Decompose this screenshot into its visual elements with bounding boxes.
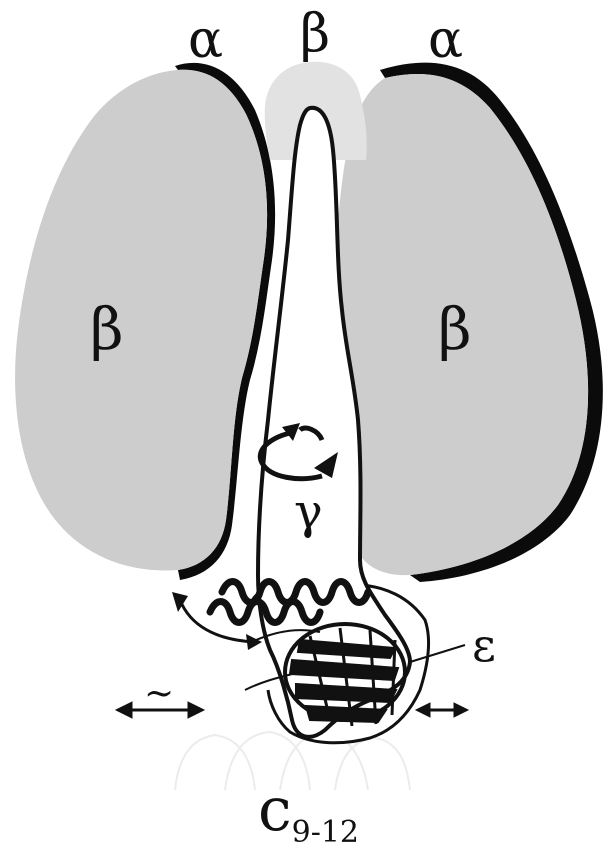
- right-double-arrow: [416, 703, 468, 717]
- label-alpha-left: α: [188, 14, 223, 66]
- label-tilde: ~: [144, 676, 174, 712]
- label-beta-right: β: [438, 300, 472, 358]
- label-beta-left: β: [90, 300, 124, 358]
- label-alpha-right: α: [428, 14, 463, 66]
- label-c-main: c: [258, 775, 292, 845]
- label-gamma: γ: [294, 488, 323, 536]
- label-c-subscript: 9-12: [292, 815, 359, 850]
- label-epsilon: ε: [472, 622, 496, 668]
- label-beta-top: β: [300, 8, 330, 60]
- label-c-subunit: c9-12: [258, 780, 359, 848]
